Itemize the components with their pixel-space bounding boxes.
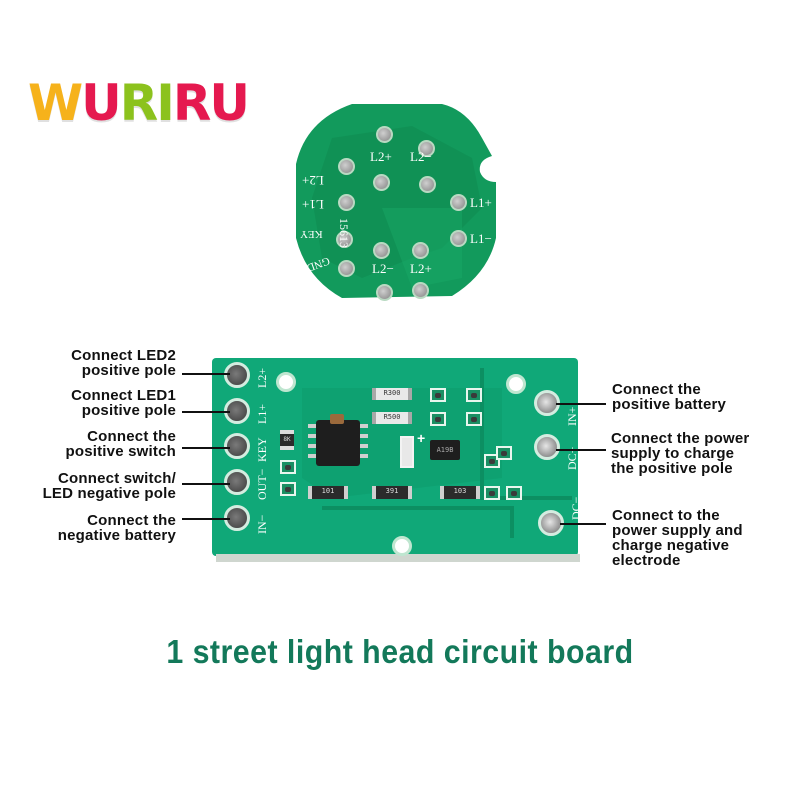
solder-pad: [412, 282, 429, 299]
label-switch-led-negative: Connect switch/LED negative pole: [42, 470, 176, 502]
silk-l1-plus-left: L1+: [302, 197, 324, 212]
resistor-8k: 8K: [280, 430, 294, 450]
solder-pad: [338, 260, 355, 277]
smd-pad: [506, 486, 522, 500]
leader-line: [182, 518, 230, 520]
silk-in-plus: IN+: [565, 406, 579, 426]
pad-dc-plus: [534, 434, 560, 460]
leader-line: [182, 411, 230, 413]
capacitor: [330, 414, 344, 424]
pad-l2-plus: [224, 362, 250, 388]
leader-line: [182, 483, 230, 485]
logo-letter: R: [119, 74, 158, 132]
solder-pad: [450, 194, 467, 211]
silk-part-number: 15613: [337, 218, 351, 248]
mounting-hole: [392, 536, 412, 556]
smd-pad: [484, 486, 500, 500]
resistor-r300: R300: [372, 388, 412, 400]
resistor-103: 103: [440, 486, 480, 499]
leader-line: [556, 449, 606, 451]
resistor-r500: R500: [372, 412, 412, 424]
logo-letter: U: [209, 74, 250, 132]
solder-pad: [376, 126, 393, 143]
silk-key: KEY: [255, 437, 269, 462]
smd-pad: [496, 446, 512, 460]
smd-pad: [280, 482, 296, 496]
silk-l1-plus-right: L1+: [470, 195, 492, 210]
solder-pad: [418, 140, 435, 157]
logo-letter: I: [156, 74, 175, 132]
ic-pins-right: [360, 424, 368, 462]
silk-dc-minus: DC−: [569, 496, 583, 520]
smd-pad: [466, 388, 482, 402]
smd-pad: [280, 460, 296, 474]
silk-l2-plus: L2+: [370, 149, 392, 164]
logo-letter: W: [28, 74, 83, 132]
silk-l2-plus-left: L2+: [302, 173, 324, 188]
mounting-hole: [506, 374, 526, 394]
silk-l2-plus: L2+: [255, 367, 269, 388]
caption-title: 1 street light head circuit board: [166, 633, 634, 670]
solder-pad: [336, 231, 353, 248]
solder-pad: [412, 242, 429, 259]
round-circuit-board: L2+ L2− L2+ L1+ KEY GND 15613 L1+ L1− L2…: [292, 98, 498, 304]
pad-out-minus: [224, 469, 250, 495]
brand-logo: WURIRU: [28, 74, 250, 132]
silk-l2-minus-bottom: L2−: [372, 261, 394, 276]
silk-l1-plus: L1+: [255, 403, 269, 424]
resistor-391: 391: [372, 486, 412, 499]
diode: [400, 436, 414, 468]
resistor-101: 101: [308, 486, 348, 499]
pad-key: [224, 433, 250, 459]
solder-pad: [338, 194, 355, 211]
solder-pad: [376, 284, 393, 301]
leader-line: [182, 447, 230, 449]
solder-pad: [338, 158, 355, 175]
leader-line: [182, 373, 230, 375]
silk-key: KEY: [300, 228, 323, 240]
mounting-hole: [276, 372, 296, 392]
silk-l2-minus: L2−: [410, 149, 432, 164]
silk-out-minus: OUT−: [255, 468, 269, 500]
ic-chip: [316, 420, 360, 466]
solder-pad: [373, 242, 390, 259]
logo-letter: R: [172, 74, 211, 132]
leader-line: [556, 403, 606, 405]
leader-line: [560, 523, 606, 525]
solder-pad: [450, 230, 467, 247]
silk-in-minus: IN−: [255, 514, 269, 534]
solder-pad: [419, 176, 436, 193]
transistor: A19B: [430, 440, 460, 460]
smd-pad: [466, 412, 482, 426]
solder-pad: [373, 174, 390, 191]
smd-pad: [430, 388, 446, 402]
silk-l2-plus-bottom: L2+: [410, 261, 432, 276]
ic-pins-left: [308, 424, 316, 462]
smd-pad: [430, 412, 446, 426]
polarity-mark: +: [417, 430, 426, 446]
silk-l1-minus-right: L1−: [470, 231, 492, 246]
rectangular-circuit-board: L2+ L1+ KEY OUT− IN− IN+ DC+ DC− R300 R5…: [212, 358, 584, 564]
logo-letter: U: [81, 74, 122, 132]
